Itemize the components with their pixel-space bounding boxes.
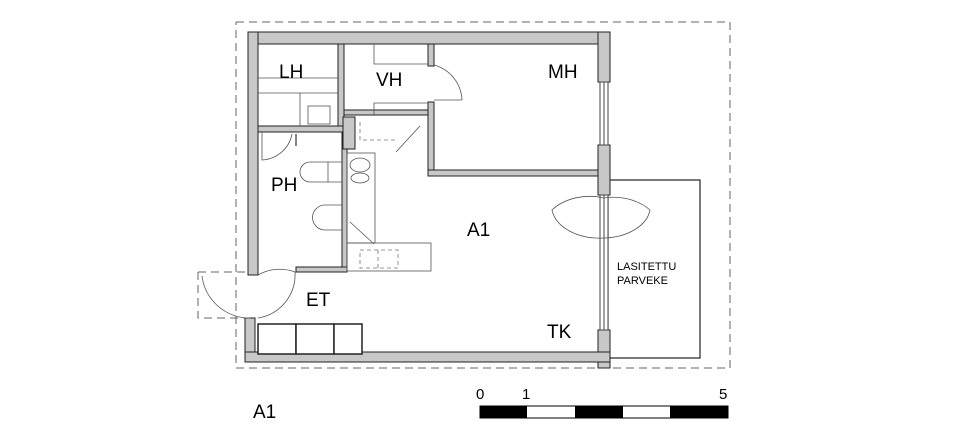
toilet [299, 161, 342, 183]
room-label-vh: VH [376, 70, 402, 91]
balcony-door [551, 194, 651, 331]
sink [312, 204, 342, 231]
wall-lh-vh [337, 43, 345, 127]
plot-boundary [235, 21, 731, 369]
wall-top [247, 31, 611, 45]
room-label-mh: MH [548, 62, 578, 83]
scale-label-0: 0 [476, 386, 484, 403]
room-label-balcony-2: PARVEKE [617, 275, 668, 287]
entry-boundary [197, 271, 245, 319]
wall-bottom [244, 351, 611, 363]
wall-lh-bottom [257, 125, 345, 133]
vh-shelves [373, 44, 428, 115]
wardrobes [257, 323, 363, 355]
wall-left [247, 31, 259, 276]
wall-vh-bottom [343, 109, 429, 116]
scale-label-1: 1 [522, 386, 530, 403]
wall-right-mid [597, 144, 611, 196]
plan-title: A1 [253, 402, 276, 423]
appliance [359, 249, 399, 269]
scale-bar: 0 1 5 [476, 386, 729, 419]
wall-vh-mh-upper [427, 43, 435, 67]
door-ph-swing [261, 132, 293, 161]
wall-right-upper [597, 31, 611, 83]
wall-mh-bottom [427, 169, 599, 177]
room-label-et: ET [306, 290, 331, 311]
wall-ph-bottom [295, 266, 348, 273]
wall-ph-right [341, 131, 348, 273]
room-label-balcony-1: LASITETTU [617, 261, 676, 273]
cabinet-upper [359, 122, 396, 141]
room-label-a1: A1 [467, 220, 490, 241]
kitchen-counter [346, 152, 376, 244]
balcony [607, 179, 701, 359]
window-mh [599, 81, 609, 146]
room-label-lh: LH [279, 62, 303, 83]
room-label-tk: TK [547, 322, 572, 343]
lh-unit [307, 105, 331, 125]
lh-shelves [258, 77, 338, 126]
wall-vh-mh-lower [427, 101, 435, 177]
scale-label-5: 5 [719, 386, 727, 403]
door-entrance-swing [201, 268, 296, 319]
kitchen-island [346, 242, 432, 272]
door-vh-swing [433, 64, 463, 101]
room-label-ph: PH [271, 175, 297, 196]
shaft [342, 116, 356, 150]
stair-marks [349, 125, 421, 245]
